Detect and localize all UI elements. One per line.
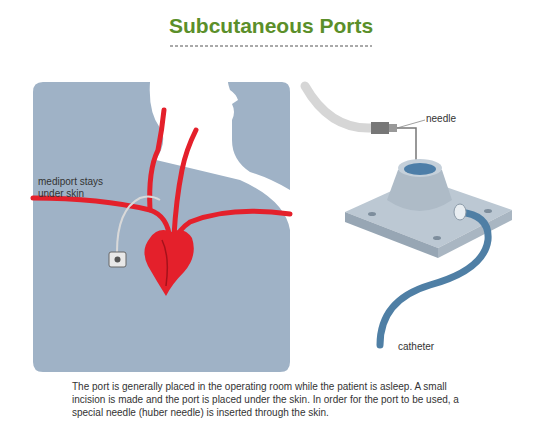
blood-vessels — [33, 110, 290, 240]
torso-silhouette — [33, 82, 290, 372]
port-catheter — [117, 196, 160, 256]
caption-text: The port is generally placed in the oper… — [72, 380, 477, 419]
catheter-connector — [454, 204, 466, 220]
needle-leader — [397, 120, 425, 128]
needle-hub — [371, 122, 389, 134]
part-label: mediport stays under skin — [38, 176, 104, 200]
diagram-title: Subcutaneous Ports — [169, 14, 373, 38]
heart — [144, 230, 193, 296]
port-chamber — [387, 164, 452, 211]
catheter-tube — [380, 212, 488, 345]
port-device — [109, 252, 126, 267]
title-rule — [170, 46, 372, 47]
infusion-tube — [305, 86, 372, 128]
part-label: needle — [426, 113, 456, 125]
port-septum — [115, 257, 121, 263]
needle-hub-tip — [389, 124, 397, 132]
port-rim — [398, 159, 442, 177]
part-label: catheter — [398, 341, 434, 353]
port-reservoir — [404, 163, 436, 175]
heart-detail — [162, 240, 167, 286]
port-base-left — [345, 212, 438, 258]
